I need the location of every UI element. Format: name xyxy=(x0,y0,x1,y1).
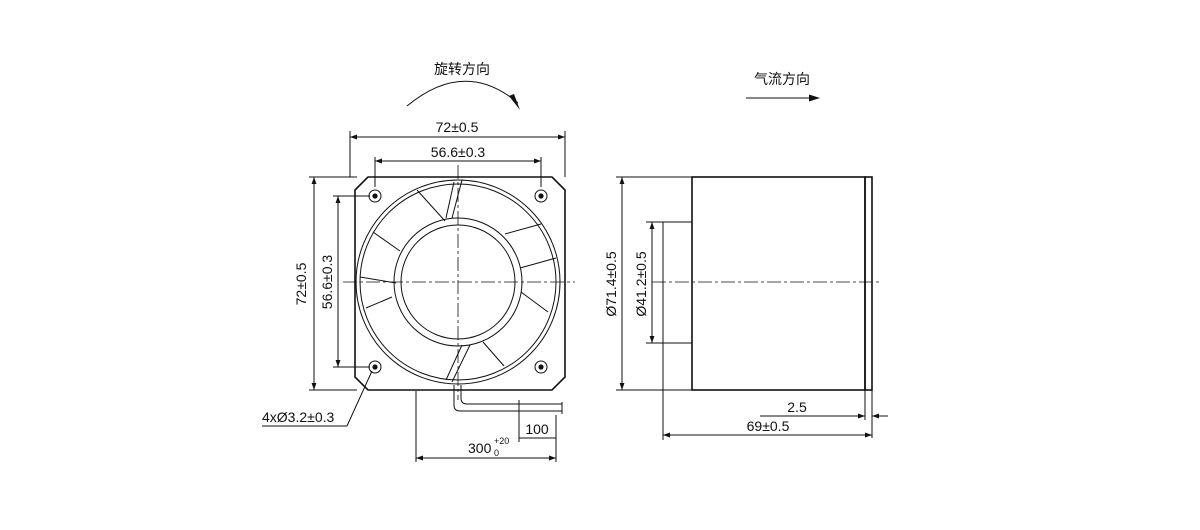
frame-width-dimension: 72±0.5 xyxy=(349,119,566,177)
lead-length-dimension: 300 +20 0 xyxy=(415,391,557,462)
depth-dimension: 69±0.5 xyxy=(662,343,872,440)
frame-width-label: 72±0.5 xyxy=(436,119,479,135)
airflow-arrowhead xyxy=(809,94,820,102)
fan-frame xyxy=(354,176,566,391)
mounting-holes xyxy=(368,189,548,374)
lead-length-lower-tolerance: 0 xyxy=(494,448,499,458)
lead-wires xyxy=(453,385,563,415)
lead-strip-dimension: 100 xyxy=(518,415,557,442)
rotation-direction-label: 旋转方向 xyxy=(434,62,490,78)
mounting-holes-label: 4xØ3.2±0.3 xyxy=(262,409,334,425)
depth-label: 69±0.5 xyxy=(747,418,790,434)
hole-spacing-h-label: 56.6±0.3 xyxy=(431,144,486,160)
hole-spacing-v-label: 56.6±0.3 xyxy=(319,255,335,310)
outer-diameter-label: Ø71.4±0.5 xyxy=(603,251,619,316)
flange-thickness-dimension: 2.5 xyxy=(760,390,888,438)
frame-height-dimension: 72±0.5 xyxy=(293,176,357,391)
mounting-hole-callout: 4xØ3.2±0.3 xyxy=(262,370,373,427)
fan-blades xyxy=(359,179,557,383)
side-view: 气流方向 Ø71.4±0.5 Ø41.2±0.5 xyxy=(603,72,888,440)
hub-diameter-label: Ø41.2±0.5 xyxy=(633,251,649,316)
lead-length-upper-tolerance: +20 xyxy=(494,436,509,446)
frame-height-label: 72±0.5 xyxy=(293,262,309,305)
hub-profile xyxy=(662,221,693,344)
front-view: 旋转方向 72±0.5 56.6±0.3 72±0.5 xyxy=(262,62,575,462)
rotation-arrowhead xyxy=(509,94,520,110)
fan-body xyxy=(691,176,866,391)
hole-spacing-h-dimension: 56.6±0.3 xyxy=(374,144,542,187)
flange-thickness-label: 2.5 xyxy=(787,399,807,415)
fan-flange xyxy=(864,176,873,391)
rotation-arrow xyxy=(406,80,519,107)
lead-length-label: 300 xyxy=(468,440,492,456)
airflow-direction-label: 气流方向 xyxy=(754,72,810,88)
hole-spacing-v-dimension: 56.6±0.3 xyxy=(319,195,370,368)
lead-strip-label: 100 xyxy=(525,421,549,437)
outer-diameter-dimension: Ø71.4±0.5 xyxy=(603,176,692,391)
hub-diameter-dimension: Ø41.2±0.5 xyxy=(633,221,663,344)
